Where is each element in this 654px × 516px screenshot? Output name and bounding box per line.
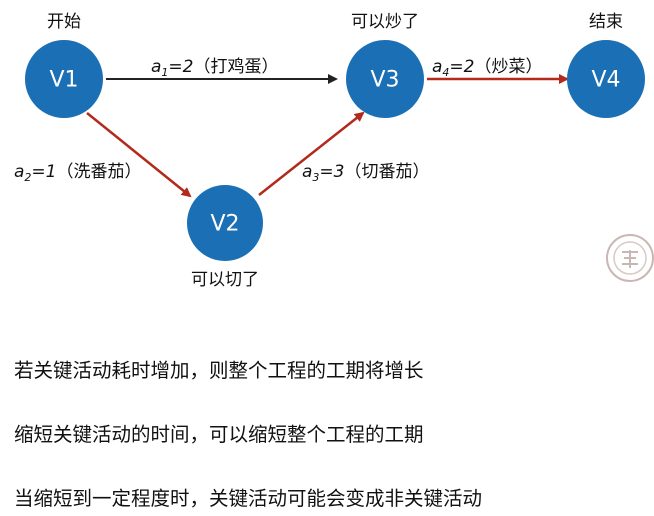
node-v1-caption: 开始 xyxy=(47,12,81,32)
node-v1: V1 xyxy=(25,40,103,118)
node-v2-label: V2 xyxy=(210,212,239,237)
edge-a3-arrow xyxy=(258,111,365,196)
node-v3: V3 xyxy=(346,40,424,118)
node-v4: V4 xyxy=(567,40,645,118)
node-v1-label: V1 xyxy=(49,68,78,93)
node-v4-caption: 结束 xyxy=(589,12,623,32)
note-line-1: 若关键活动耗时增加，则整个工程的工期将增长 xyxy=(14,359,424,382)
edge-a2-arrow xyxy=(86,112,192,198)
node-v2-caption: 可以切了 xyxy=(191,270,259,290)
edge-a4-label: a4=2（炒菜） xyxy=(432,57,542,79)
edge-a3-label: a3=3（切番茄） xyxy=(302,162,429,184)
node-v3-caption: 可以炒了 xyxy=(351,12,419,32)
note-line-3: 当缩短到一定程度时，关键活动可能会变成非关键活动 xyxy=(14,487,483,510)
edge-a1-label: a1=2（打鸡蛋） xyxy=(151,57,278,79)
edge-a2-label: a2=1（洗番茄） xyxy=(14,162,141,184)
note-line-2: 缩短关键活动的时间，可以缩短整个工程的工期 xyxy=(14,423,424,446)
activity-network-diagram: V1 V2 V3 V4 开始 可以切了 可以炒了 结束 a1=2（打鸡蛋） a2… xyxy=(14,12,645,290)
seal-logo-icon xyxy=(606,234,654,282)
node-v2: V2 xyxy=(187,185,263,261)
node-v4-label: V4 xyxy=(591,68,620,93)
node-v3-label: V3 xyxy=(370,68,399,93)
